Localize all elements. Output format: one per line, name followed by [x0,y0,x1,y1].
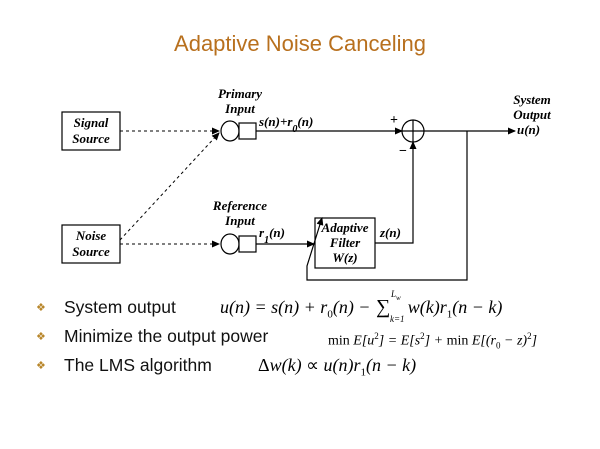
primary-input-label-line2: Input [224,101,255,116]
diamond-bullet-icon: ❖ [36,302,46,315]
primary-input-label-line1: Primary [218,86,262,101]
diamond-bullet-icon: ❖ [36,360,46,373]
primary-microphone-icon [220,120,240,142]
lms-update-formula: Δw(k) ∝ u(n)r1(n − k) [258,355,417,379]
bullet-lms-algorithm: ❖ The LMS algorithm [36,354,212,376]
filter-output-label: z(n) [379,225,401,240]
adaptive-filter-label-line2: Filter [329,235,361,250]
reference-input-label-line1: Reference [212,198,267,213]
output-signal-label: u(n) [517,122,540,137]
error-feedback-line [306,131,468,281]
bullet-text: System output [64,297,176,317]
bullet-minimize-power: ❖ Minimize the output power [36,325,268,347]
bullet-text: The LMS algorithm [64,355,212,375]
summer-plus-sign: + [390,113,398,128]
noise-to-primary-path [119,132,220,241]
reference-microphone-icon [220,233,240,255]
adaptive-filter-label-line1: Adaptive [321,220,369,235]
noise-source-label-line1: Noise [75,228,107,243]
noise-source-box [61,224,121,264]
signal-source-box [61,111,121,151]
system-output-label-line2: Output [513,107,551,122]
signal-source-label-line1: Signal [74,115,109,130]
adaptive-filter-box [314,217,376,269]
noise-source-label-line2: Source [72,244,110,259]
summer-minus-sign: − [399,144,407,159]
reference-input-label-line2: Input [224,213,255,228]
filter-output-line [375,141,417,244]
output-power-formula: min E[u2] = E[s2] + min E[(r0 − z)2] [328,331,538,351]
signal-source-label-line2: Source [72,131,110,146]
slide-title: Adaptive Noise Canceling [174,31,426,56]
diamond-bullet-icon: ❖ [36,331,46,344]
reference-sensor-body [238,235,257,253]
bullet-system-output: ❖ System output [36,296,176,318]
adaptive-filter-label-line3: W(z) [332,250,357,265]
reference-signal-label: r1(n) [259,225,285,246]
bullet-text: Minimize the output power [64,326,269,346]
primary-sensor-body [238,122,257,140]
system-output-label-line1: System [513,92,551,107]
